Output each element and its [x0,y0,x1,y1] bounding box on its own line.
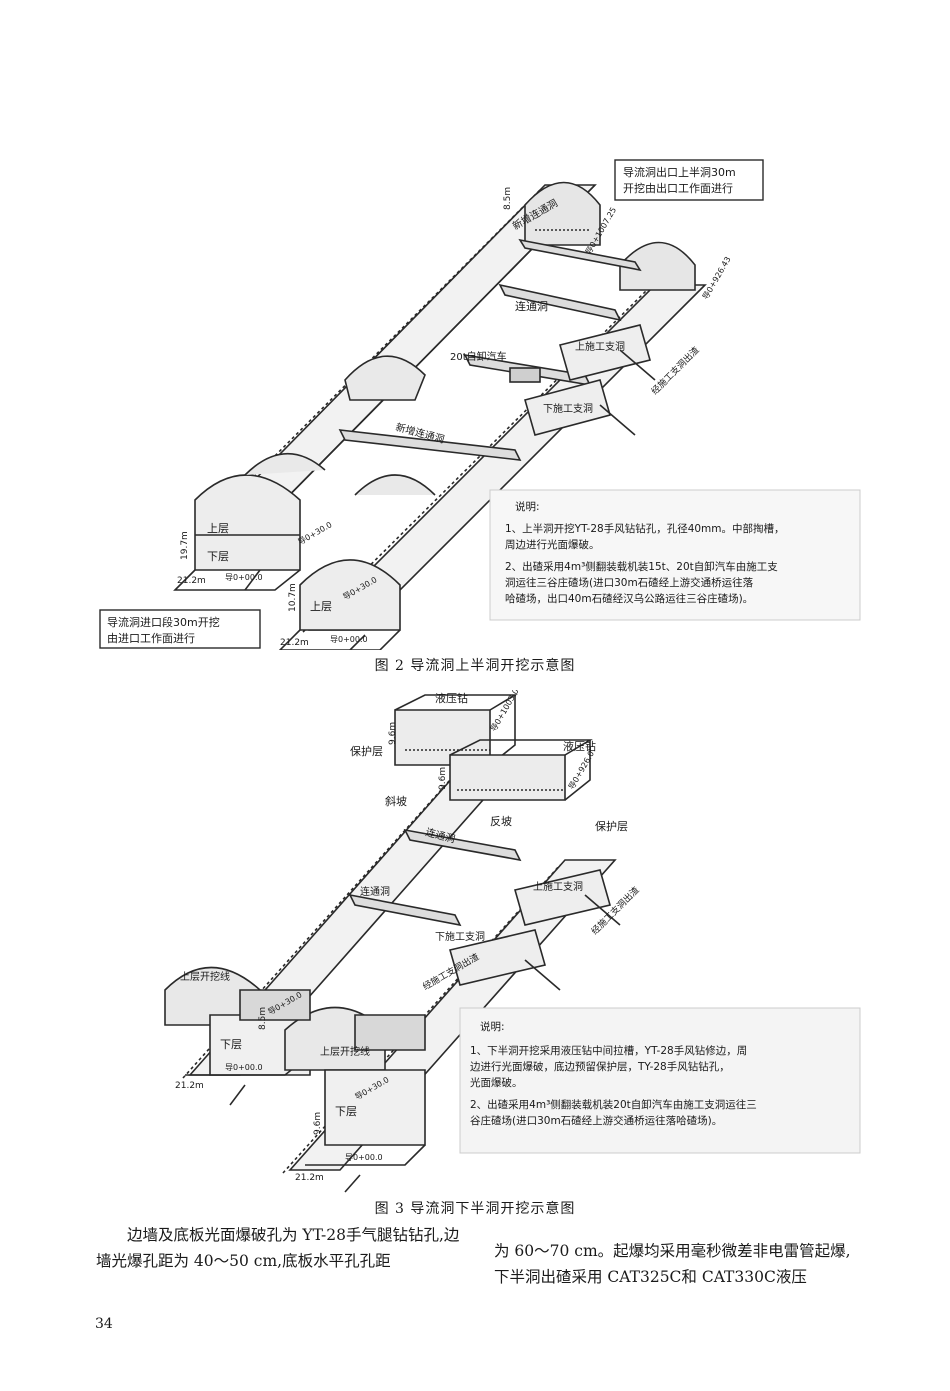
figure-2-drawing: 导流洞出口上半洞30m 开挖由出口工作面进行 导流洞进口段30m开挖 由进口工作… [99,159,861,650]
fig3-upper-line-2: 上层开挖线 [320,1045,370,1058]
fig3-height-8-5: 8.5m [258,1007,268,1030]
fig2-note-1b: 周边进行光面爆破。 [505,538,600,551]
fig3-protect-2: 保护层 [595,819,628,833]
fig3-link-tunnel-b: 连通洞 [360,885,390,898]
fig3-upper-line-1: 上层开挖线 [180,970,230,983]
figure-2: 导流洞出口上半洞30m 开挖由出口工作面进行 导流洞进口段30m开挖 由进口工作… [95,150,865,650]
fig3-note-2a: 2、出碴采用4m³侧翻装载机装20t自卸汽车由施工支洞运往三 [470,1098,757,1111]
fig3-height-9-6c: 9.6m [313,1112,323,1135]
fig2-height-19-7: 19.7m [180,531,190,560]
fig3-station-0-0a: 导0+00.0 [225,1063,263,1072]
fig2-width-21-2b: 21.2m [280,638,309,648]
fig2-station-0-0a: 导0+00.0 [225,573,263,582]
fig3-width-21-2b: 21.2m [295,1173,324,1183]
fig2-via-branch: 经施工支洞出渣 [649,344,702,397]
fig3-drill-1: 液压钻 [435,691,468,705]
fig2-note-2b: 洞运往三谷庄碴场(进口30m石碴经上游交通桥运往落 [505,576,754,589]
figure-3-drawing: 液压钻 液压钻 保护层 保护层 斜坡 反坡 连通洞 连通洞 上施工支洞 下施工支… [164,690,861,1193]
fig2-width-21-2a: 21.2m [177,576,206,586]
figure-3-caption: 图 3 导流洞下半洞开挖示意图 [374,1201,576,1217]
fig2-note-2c: 哈碴场，出口40m石碴经汉乌公路运往三谷庄碴场)。 [505,592,753,605]
fig2-truck: 20t自卸汽车 [450,350,507,363]
fig2-upper-b: 上层 [310,600,332,613]
fig2-exit-note-line1: 导流洞出口上半洞30m [623,165,736,179]
fig2-lower: 下层 [207,550,229,563]
fig3-notes-title: 说明: [480,1020,505,1033]
figure-2-caption: 图 2 导流洞上半洞开挖示意图 [374,658,576,674]
fig2-station-0-0b: 导0+00.0 [330,635,368,644]
fig3-lower-branch: 下施工支洞 [435,930,485,943]
fig3-lower-b: 下层 [335,1105,357,1118]
body-paragraph-left: 边墙及底板光面爆破孔为 YT-28手气腿钻钻孔,边墙光爆孔距为 40～50 cm… [96,1226,460,1270]
fig3-station-1003-0: 导0+1003.0 [489,690,521,733]
body-paragraph-right: 为 60～70 cm。起爆均采用毫秒微差非电雷管起爆,下半洞出碴采用 CAT32… [494,1241,851,1286]
fig2-height-8-5: 8.5m [503,187,513,210]
fig3-note-1b: 边进行光面爆破，底边预留保护层，TY-28手风钻钻孔， [470,1060,730,1073]
fig2-upper: 上层 [207,522,229,535]
fig3-upper-branch: 上施工支洞 [533,880,583,893]
fig2-height-10-7: 10.7m [288,583,298,612]
body-text-right-column: 为 60～70 cm。起爆均采用毫秒微差非电雷管起爆,下半洞出碴采用 CAT32… [494,1222,866,1305]
fig2-upper-branch: 上施工支洞 [575,340,625,353]
fig2-entrance-note-line1: 导流洞进口段30m开挖 [107,615,220,629]
fig2-exit-note-line2: 开挖由出口工作面进行 [623,181,733,195]
fig3-station-926-0: 导0+926.0 [567,750,596,791]
fig2-station-926-43: 导0+926.43 [701,255,733,301]
fig3-width-21-2a: 21.2m [175,1081,204,1091]
fig2-entrance-note-line2: 由进口工作面进行 [107,631,195,645]
fig3-reverse-slope: 反坡 [490,815,512,828]
fig2-note-2a: 2、出碴采用4m³侧翻装载机装15t、20t自卸汽车由施工支 [505,560,778,573]
figure-3: 液压钻 液压钻 保护层 保护层 斜坡 反坡 连通洞 连通洞 上施工支洞 下施工支… [95,690,865,1195]
fig3-note-1a: 1、下半洞开挖采用液压钻中间拉槽，YT-28手风钻修边，周 [470,1044,747,1057]
fig3-slope: 斜坡 [385,795,407,808]
fig2-note-1a: 1、上半洞开挖YT-28手风钻钻孔，孔径40mm。中部掏槽， [505,522,785,535]
fig3-note-1c: 光面爆破。 [470,1076,523,1089]
body-text-left-column: 边墙及底板光面爆破孔为 YT-28手气腿钻钻孔,边墙光爆孔距为 40～50 cm… [96,1222,468,1274]
fig3-height-9-6a: 9.6m [388,722,398,745]
fig2-link-tunnel: 连通洞 [515,300,548,313]
fig3-station-0-0b: 导0+00.0 [345,1153,383,1162]
fig3-protect-1: 保护层 [350,744,383,758]
fig2-notes-title: 说明: [515,500,540,513]
fig3-note-2b: 谷庄碴场(进口30m石碴经上游交通桥运往落哈碴场)。 [470,1114,722,1127]
fig3-lower-a: 下层 [220,1038,242,1051]
page-number: 34 [95,1316,113,1332]
fig3-height-9-6b: 9.6m [438,767,448,790]
fig3-drill-2: 液压钻 [563,739,596,753]
fig2-station-30-0a: 导0+30.0 [297,520,334,547]
fig2-lower-branch: 下施工支洞 [543,402,593,415]
